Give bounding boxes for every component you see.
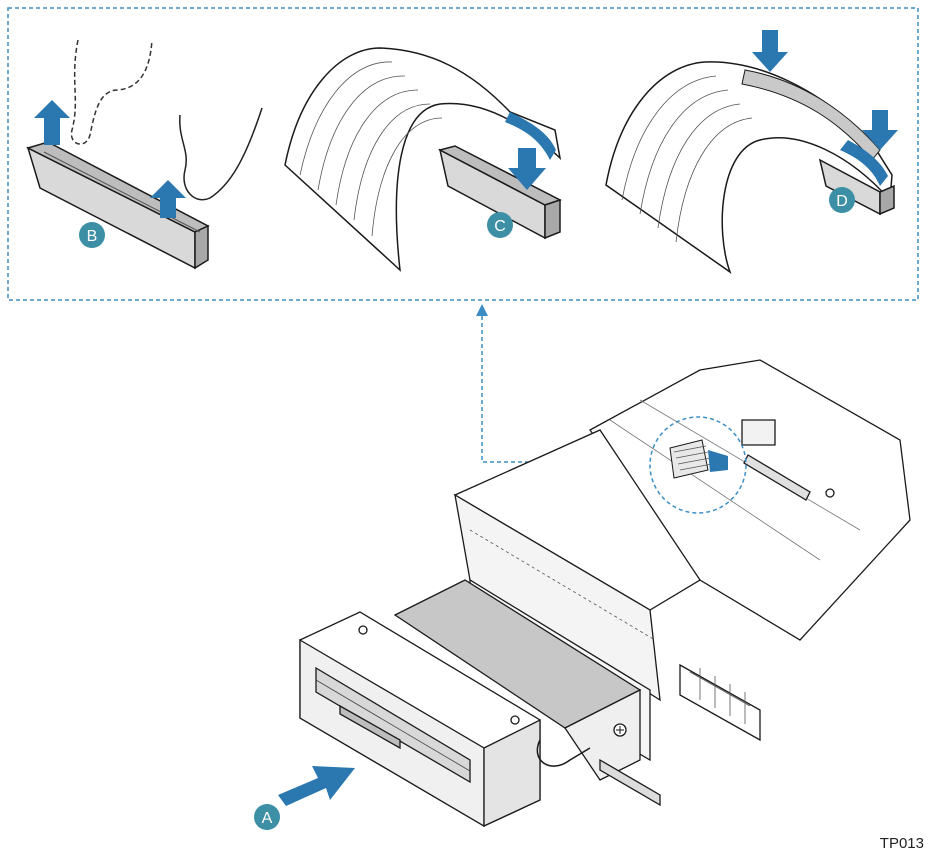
insert-arrow-a: A <box>254 766 355 830</box>
detail-d-seated: D <box>606 30 898 272</box>
figure-id: TP013 <box>880 835 924 852</box>
callout-d-label: D <box>836 193 848 210</box>
up-arrow-icon <box>34 100 70 145</box>
server-chassis <box>300 360 910 826</box>
right-arrow-icon <box>278 766 355 806</box>
callout-c-label: C <box>494 218 506 235</box>
detail-b-disconnect: B <box>28 40 262 268</box>
detail-c-insert: C <box>285 48 560 270</box>
callout-a-label: A <box>262 810 273 827</box>
down-arrow-icon <box>752 30 788 72</box>
callout-b-label: B <box>87 228 98 245</box>
